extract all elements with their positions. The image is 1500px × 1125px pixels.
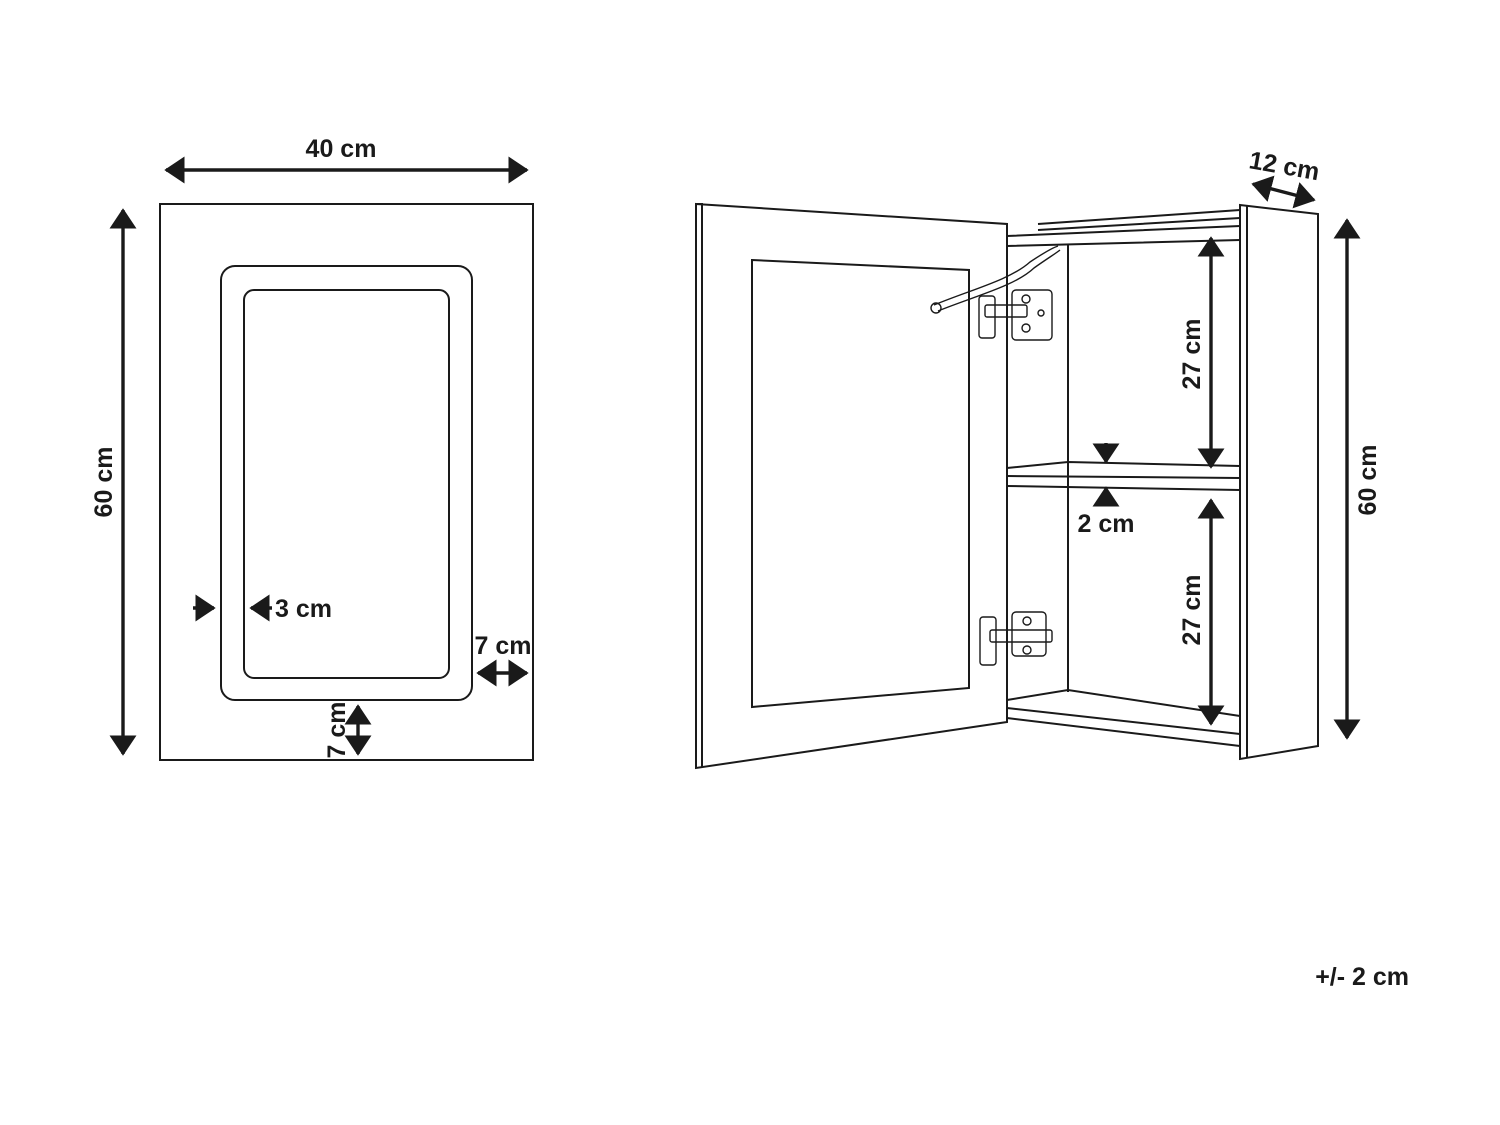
cabinet-bottom-panel: [1006, 688, 1241, 747]
front-view: 40 cm 60 cm 3 cm 7 cm 7 cm: [90, 135, 534, 761]
depth-label: 12 cm: [1247, 146, 1322, 186]
depth-arrow: [1251, 175, 1316, 209]
cabinet-side-panel: [1239, 203, 1319, 761]
cable-connector: [930, 302, 942, 314]
side-margin-label: 7 cm: [475, 632, 532, 660]
height-label: 60 cm: [90, 447, 118, 518]
lower-hinge: [979, 611, 1053, 666]
door-edge: [696, 203, 703, 767]
cabinet-shelf: [1006, 460, 1241, 491]
tolerance-label: +/- 2 cm: [1315, 963, 1409, 991]
door-face: [695, 202, 1008, 770]
right-height-label: 60 cm: [1354, 445, 1382, 516]
led-frame-outer: [220, 265, 473, 701]
shelf-thickness-label: 2 cm: [1078, 510, 1135, 538]
cabinet-top-panel: [1006, 209, 1241, 247]
open-view: 12 cm 60 cm 27 cm 2 cm 27 cm: [695, 146, 1382, 770]
led-cable-2: [937, 249, 1061, 312]
cabinet-front-outline: [159, 203, 534, 761]
bottom-margin-label: 7 cm: [323, 702, 351, 759]
frame-label: 3 cm: [275, 595, 332, 623]
lower-compartment-label: 27 cm: [1178, 575, 1206, 646]
width-label: 40 cm: [306, 135, 377, 163]
upper-hinge: [978, 289, 1053, 341]
mirror-inner: [243, 289, 450, 679]
upper-compartment-label: 27 cm: [1178, 319, 1206, 390]
door-mirror: [751, 258, 970, 709]
led-cable: [933, 245, 1059, 306]
